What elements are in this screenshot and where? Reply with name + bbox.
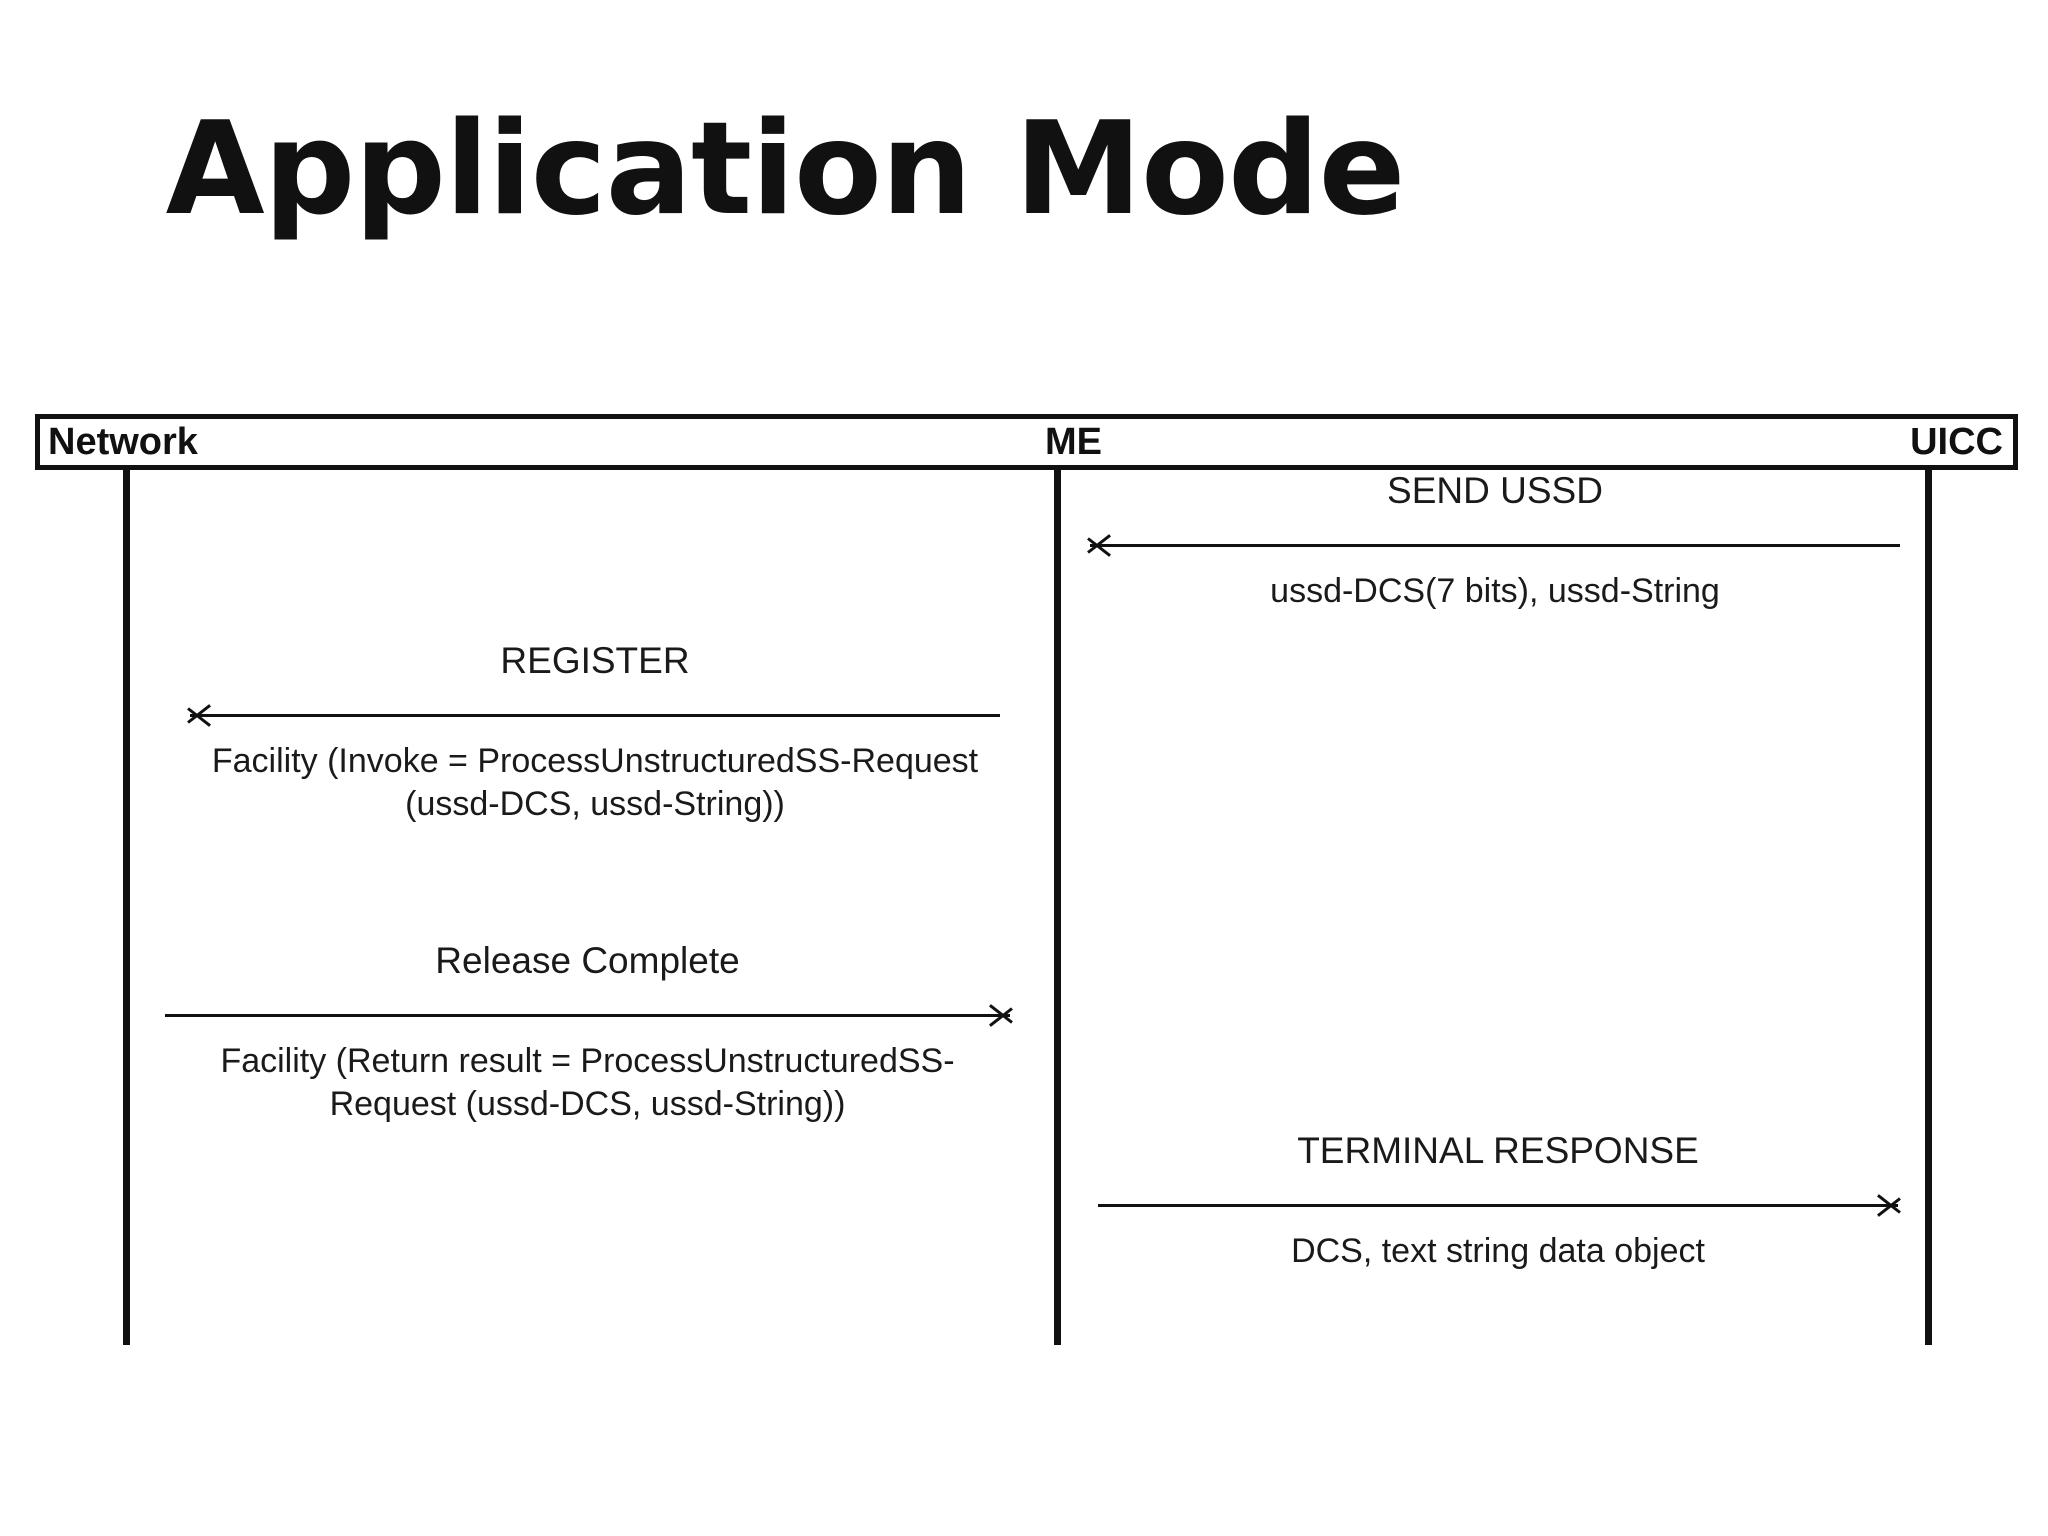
message-label-send-ussd: SEND USSD bbox=[1387, 470, 1603, 511]
arrow-head-left-icon bbox=[1088, 532, 1114, 558]
page-title: Application Mode bbox=[165, 95, 1406, 244]
arrow-shaft bbox=[1098, 1204, 1898, 1207]
actor-label-uicc: UICC bbox=[1910, 421, 2003, 463]
message-arrow-terminal-response bbox=[1098, 1185, 1898, 1225]
arrow-head-right-icon bbox=[986, 1002, 1012, 1028]
arrow-head-right-icon bbox=[1874, 1192, 1900, 1218]
actor-header-box: Network ME UICC bbox=[35, 414, 2018, 470]
arrow-shaft bbox=[190, 714, 1000, 717]
message-caption-terminal-response: DCS, text string data object bbox=[1291, 1232, 1705, 1270]
message-arrow-release-complete bbox=[165, 995, 1010, 1035]
lifeline-me bbox=[1054, 470, 1061, 1345]
actor-label-me: ME bbox=[1045, 421, 1102, 463]
message-label-terminal-response: TERMINAL RESPONSE bbox=[1297, 1130, 1699, 1171]
arrow-shaft bbox=[165, 1014, 1010, 1017]
message-label-release-complete: Release Complete bbox=[435, 940, 740, 981]
message-caption-release-complete: Facility (Return result = ProcessUnstruc… bbox=[220, 1042, 955, 1123]
lifeline-uicc bbox=[1925, 470, 1932, 1345]
arrow-head-left-icon bbox=[188, 702, 214, 728]
message-caption-register: Facility (Invoke = ProcessUnstructuredSS… bbox=[211, 742, 979, 823]
message-label-register: REGISTER bbox=[500, 640, 690, 681]
actor-label-network: Network bbox=[48, 421, 198, 463]
message-arrow-register bbox=[190, 695, 1000, 735]
lifeline-network bbox=[123, 470, 130, 1345]
message-caption-send-ussd: ussd-DCS(7 bits), ussd-String bbox=[1270, 572, 1720, 610]
message-arrow-send-ussd bbox=[1090, 525, 1900, 565]
arrow-shaft bbox=[1090, 544, 1900, 547]
